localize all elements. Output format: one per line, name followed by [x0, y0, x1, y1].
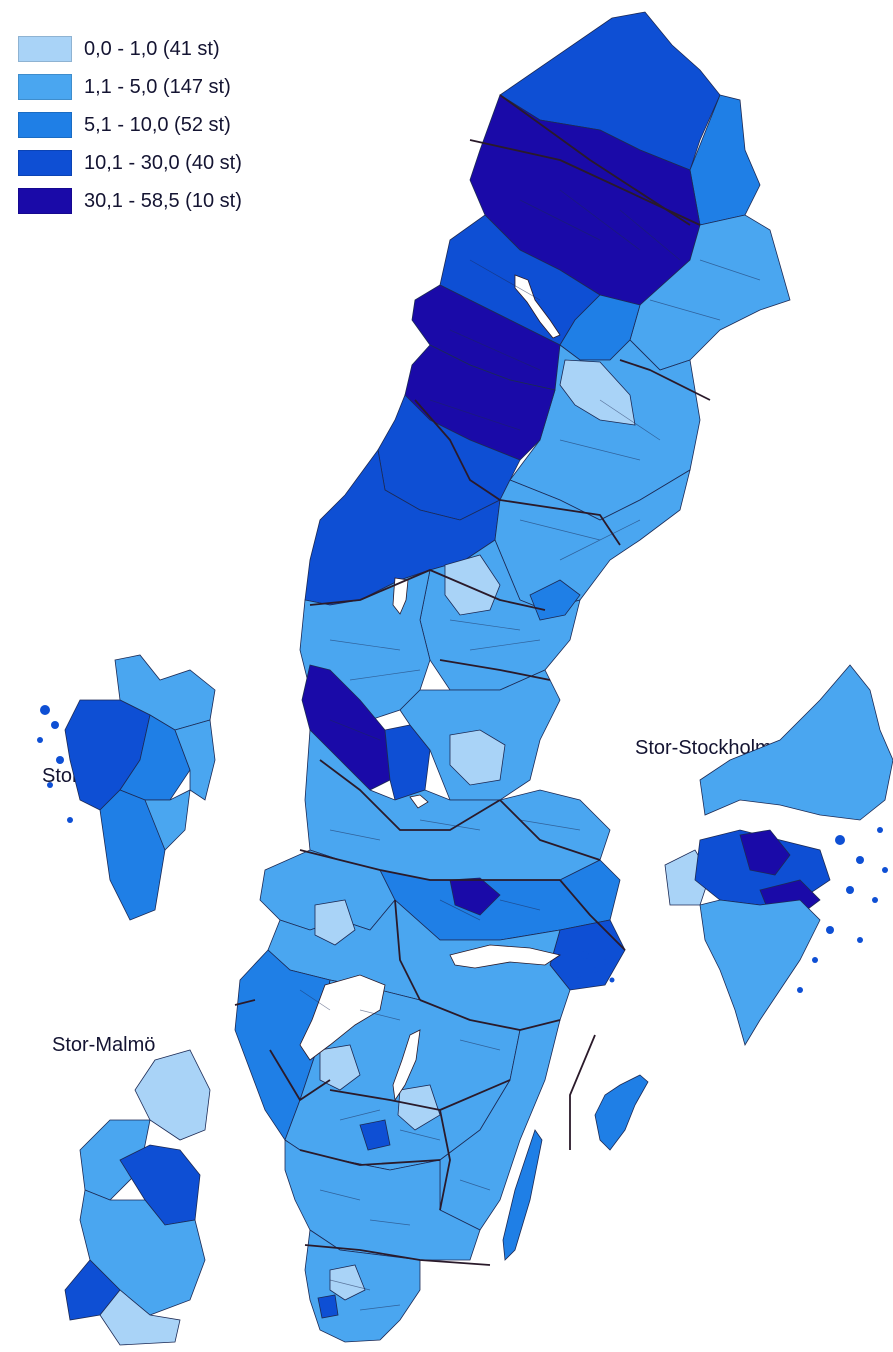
- county-border-jonkoping: [329, 1079, 511, 1111]
- county-border-uppsala: [559, 879, 626, 951]
- legend-swatch-class-2: [18, 74, 72, 100]
- inset-goteborg: [37, 654, 216, 921]
- inset-title-malmo: Stor-Malmö: [52, 1034, 156, 1056]
- region-skane-light: [329, 1264, 366, 1301]
- goteborg-south-light: [144, 789, 191, 851]
- lake-vattern: [392, 1029, 421, 1102]
- legend-swatch-class-1: [18, 36, 72, 62]
- legend-item-class-4: 10,1 - 30,0 (40 st): [18, 144, 242, 182]
- legend-swatch-class-3: [18, 112, 72, 138]
- malmo-north-light: [134, 1049, 211, 1141]
- lake-malaren: [449, 944, 561, 969]
- county-border-svealand: [299, 849, 560, 881]
- region-light-patch-gotaland-1: [319, 1044, 361, 1091]
- municipality-lines-north: [429, 189, 761, 431]
- island-oland: [502, 1129, 543, 1261]
- map-legend: 0,0 - 1,0 (41 st) 1,1 - 5,0 (147 st) 5,1…: [18, 30, 242, 220]
- region-light-patch-mid-east: [449, 729, 506, 786]
- inset-title-stockholm: Stor-Stockholm: [635, 737, 772, 759]
- inset-malmo: [64, 1049, 211, 1346]
- municipality-lines-south: [299, 819, 581, 1311]
- goteborg-east: [174, 719, 216, 801]
- county-border-north-1: [469, 139, 701, 226]
- stockholm-central-dark: [739, 829, 791, 876]
- county-border-lappland: [619, 359, 711, 401]
- region-southwest-dark: [301, 664, 391, 791]
- legend-label-class-5: 30,1 - 58,5 (10 st): [84, 189, 242, 212]
- lake-vanern: [299, 974, 386, 1061]
- legend-label-class-3: 5,1 - 10,0 (52 st): [84, 113, 231, 136]
- region-light-patch-svealand: [314, 899, 356, 946]
- region-light-patch-mid: [444, 554, 501, 616]
- goteborg-archipelago: [37, 705, 73, 823]
- region-light-patch-gotaland-2: [397, 1084, 441, 1131]
- region-gotaland-dark-patch: [359, 1119, 391, 1151]
- malmo-south: [79, 1189, 206, 1316]
- county-border-ostergotland: [419, 999, 561, 1031]
- lake-dalarna: [409, 794, 429, 809]
- county-border-vasterbotten: [414, 399, 621, 546]
- legend-item-class-2: 1,1 - 5,0 (147 st): [18, 68, 242, 106]
- county-border-dalarna: [319, 759, 501, 831]
- legend-label-class-1: 0,0 - 1,0 (41 st): [84, 37, 220, 60]
- stockholm-north: [699, 664, 893, 821]
- gotland-border-line: [569, 1034, 596, 1150]
- stockholm-archipelago-main: [575, 951, 615, 983]
- county-border-halland: [269, 1049, 331, 1101]
- region-uppsala-dark: [449, 877, 501, 916]
- lake-northern: [514, 274, 561, 339]
- region-skane-dark: [317, 1294, 339, 1319]
- county-border-skane: [304, 1244, 491, 1266]
- region-light-patch-north: [559, 359, 636, 426]
- legend-swatch-class-5: [18, 188, 72, 214]
- malmo-southern-light: [99, 1289, 181, 1346]
- legend-label-class-4: 10,1 - 30,0 (40 st): [84, 151, 242, 174]
- legend-swatch-class-4: [18, 150, 72, 176]
- county-border-kalmar: [439, 1109, 451, 1211]
- stockholm-archipelago-inset: [797, 827, 888, 993]
- county-border-varmland: [394, 899, 421, 1001]
- county-border-jamtland: [309, 569, 546, 611]
- region-northeast-light: [629, 214, 791, 371]
- main-map: [234, 11, 791, 1343]
- legend-item-class-5: 30,1 - 58,5 (10 st): [18, 182, 242, 220]
- island-gotland: [594, 1074, 649, 1151]
- county-border-gavleborg: [499, 799, 601, 861]
- legend-label-class-2: 1,1 - 5,0 (147 st): [84, 75, 231, 98]
- county-border-smaland: [299, 1149, 441, 1166]
- legend-item-class-3: 5,1 - 10,0 (52 st): [18, 106, 242, 144]
- county-border-north-2: [499, 94, 691, 226]
- municipality-lines-mid: [329, 399, 661, 741]
- county-border-west-coast: [234, 999, 256, 1006]
- county-border-vasternorrland: [439, 659, 551, 681]
- stockholm-south: [699, 899, 821, 1046]
- legend-item-class-1: 0,0 - 1,0 (41 st): [18, 30, 242, 68]
- inset-stockholm: [664, 664, 893, 1046]
